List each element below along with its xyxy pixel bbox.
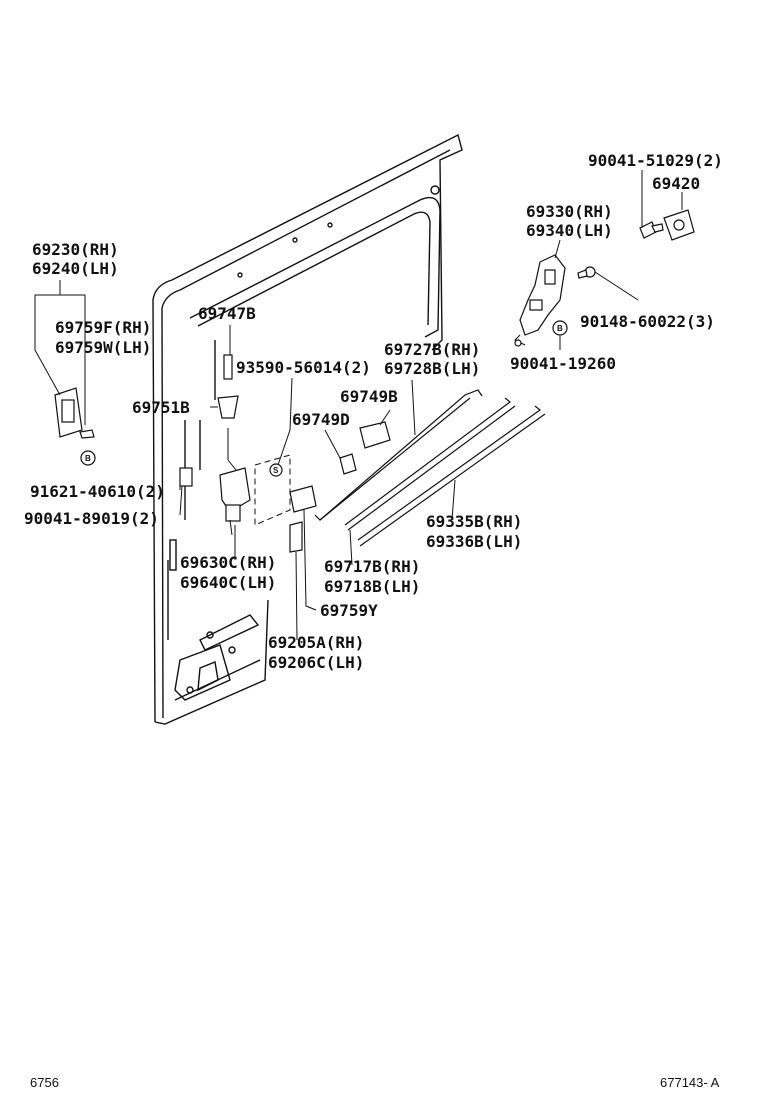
footer-page-number: 6756 [30, 1075, 59, 1090]
part-label: 69759Y [320, 601, 378, 620]
part-label: 69717B(RH) [324, 557, 420, 576]
part-label: 69749D [292, 410, 350, 429]
part-label: 69630C(RH) [180, 553, 276, 572]
svg-text:S: S [273, 466, 279, 475]
part-label: 69230(RH) [32, 240, 119, 259]
part-label: 69759W(LH) [55, 338, 151, 357]
inside-handle [54, 387, 95, 439]
part-label: 69205A(RH) [268, 633, 364, 652]
part-label: 91621-40610(2) [30, 482, 165, 501]
leader-lines [34, 170, 683, 641]
footer-diagram-id: 677143- A [660, 1075, 720, 1090]
part-label: 69340(LH) [526, 221, 613, 240]
part-label: 69749B [340, 387, 398, 406]
part-label: 69206C(LH) [268, 653, 364, 672]
bolt-90041-51029 [639, 221, 664, 239]
part-label: 69330(RH) [526, 202, 613, 221]
part-label: 69640C(LH) [180, 573, 276, 592]
part-label: 69759F(RH) [55, 318, 151, 337]
part-label: 69420 [652, 174, 700, 193]
pad-69759y [289, 485, 317, 513]
screw-90148-60022 [577, 266, 596, 279]
lock-cylinder [219, 467, 251, 536]
svg-text:B: B [557, 324, 563, 333]
lock-knob-rod [217, 354, 239, 471]
clip-91621 [179, 467, 193, 487]
door-frame [152, 133, 463, 725]
bracket-69420 [663, 209, 695, 241]
part-label: 93590-56014(2) [236, 358, 371, 377]
cover-69205a [289, 521, 303, 553]
part-label: 69728B(LH) [384, 359, 480, 378]
part-label: 69335B(RH) [426, 512, 522, 531]
marker-s-icon: S [269, 463, 283, 477]
part-label: 69751B [132, 398, 190, 417]
part-label: 90041-89019(2) [24, 509, 159, 528]
marker-b-icon: B [80, 450, 96, 466]
marker-b-icon: B [552, 320, 568, 336]
svg-text:B: B [85, 454, 91, 463]
rod-holder-69749b [359, 421, 391, 449]
part-label: 69747B [198, 304, 256, 323]
part-label: 90041-19260 [510, 354, 616, 373]
part-label: 69240(LH) [32, 259, 119, 278]
door-rods [314, 389, 546, 547]
part-label: 69336B(LH) [426, 532, 522, 551]
rod-holder-69749d [339, 453, 357, 475]
part-label: 69727B(RH) [384, 340, 480, 359]
door-lock-assembly [514, 254, 566, 347]
part-label: 69718B(LH) [324, 577, 420, 596]
dashed-guide [254, 454, 291, 526]
part-label: 90148-60022(3) [580, 312, 715, 331]
part-label: 90041-51029(2) [588, 151, 723, 170]
